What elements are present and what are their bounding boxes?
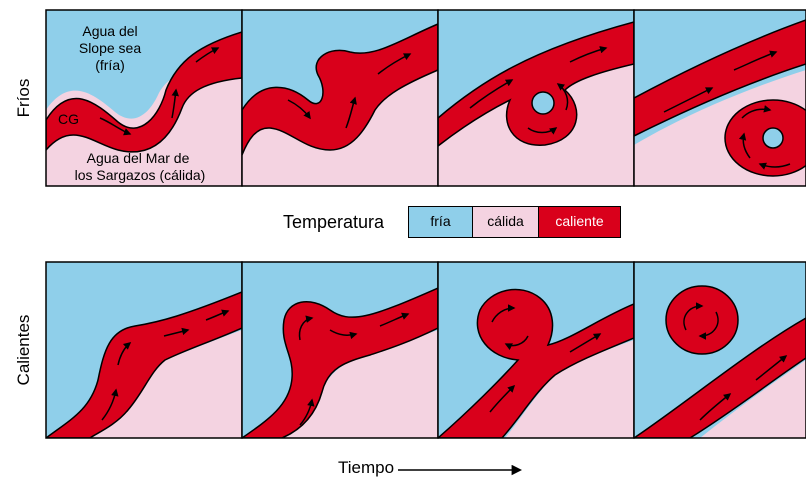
warm-panel-4 [634,262,806,438]
slope-sea-label-1: Agua del [82,23,137,39]
slope-sea-label-3: (fría) [95,57,125,73]
sargasso-label-2: los Sargazos (cálida) [75,167,206,183]
warm-panel-2 [242,262,438,438]
time-label: Tiempo [338,458,394,478]
cold-panel-2 [242,10,438,186]
gulf-stream-label: CG [58,111,79,127]
slope-sea-label-2: Slope sea [79,40,141,56]
warm-panel-1 [46,262,242,438]
legend-cold: fría [408,206,473,238]
cold-panel-3 [438,10,634,186]
cold-panel-4 [634,10,806,186]
row-label-cold: Fríos [14,68,34,128]
legend-hot: caliente [539,206,621,238]
row-label-warm: Calientes [14,300,34,400]
legend-title: Temperatura [283,212,384,233]
legend-warm: cálida [473,206,539,238]
warm-panel-3 [438,262,634,438]
sargasso-label-1: Agua del Mar de [87,150,190,166]
